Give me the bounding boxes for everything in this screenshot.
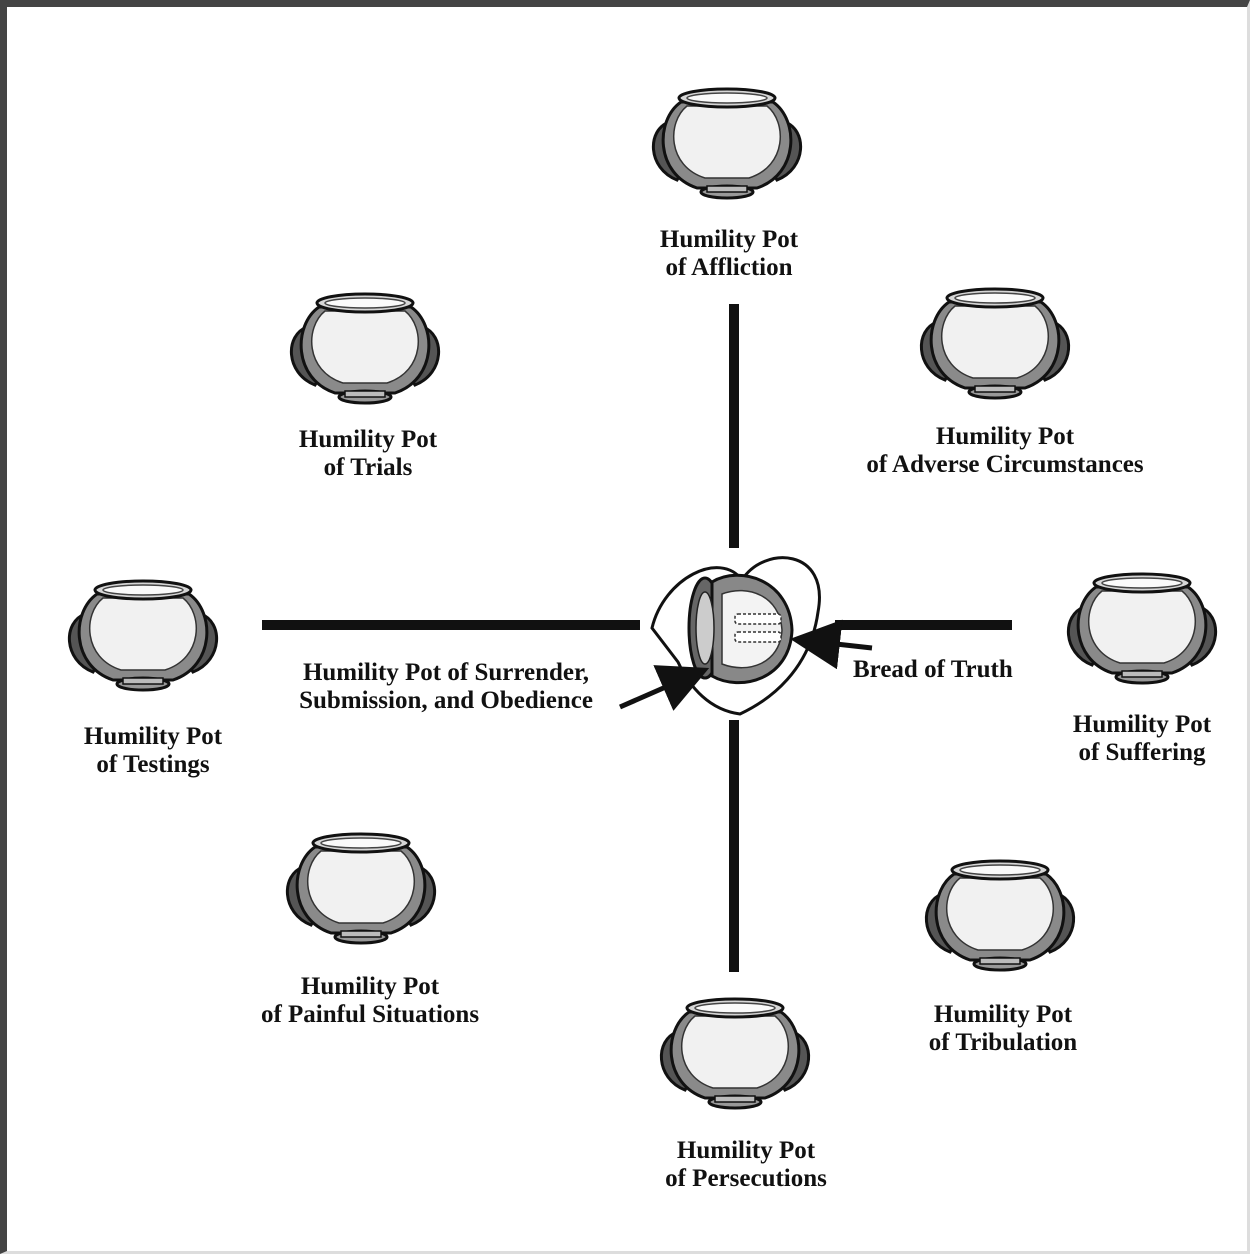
pot-suffering-icon — [1066, 572, 1218, 685]
pot-tribulation-icon — [924, 859, 1076, 972]
pot-painful-icon — [285, 832, 437, 945]
bread-icon — [734, 613, 782, 643]
pot-persecutions-icon — [659, 997, 811, 1110]
pot-testings-icon — [67, 579, 219, 692]
label-center-pot: Humility Pot of Surrender,Submission, an… — [299, 659, 593, 714]
pot-adverse-icon — [919, 287, 1071, 400]
pot-affliction-icon — [651, 87, 803, 200]
arrow-bread — [790, 619, 873, 670]
label-bread-of-truth: Bread of Truth — [853, 656, 1013, 683]
arrow-surrender — [618, 665, 710, 711]
center-pot-icon — [687, 573, 794, 685]
pot-trials-icon — [289, 292, 441, 405]
